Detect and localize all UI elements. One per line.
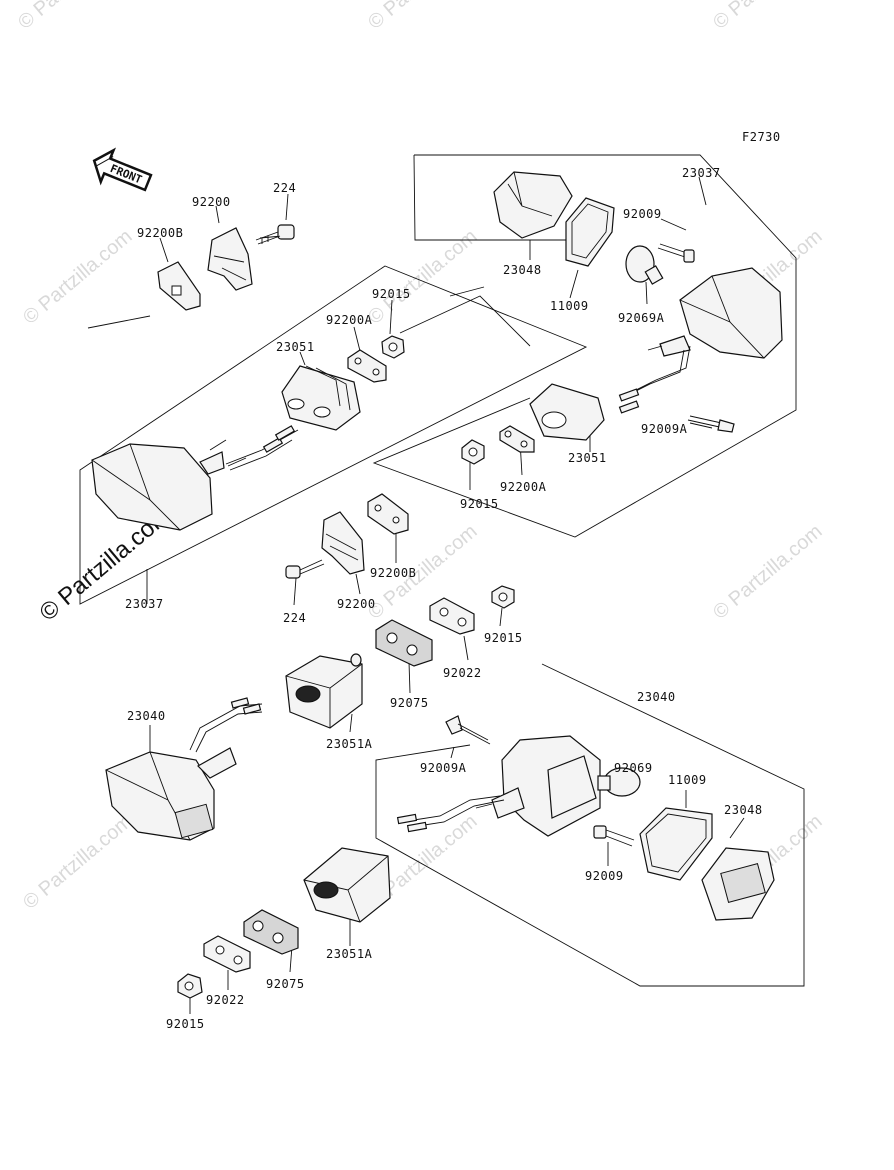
screw-224-top — [255, 224, 295, 245]
part-label: 23051A — [326, 737, 373, 751]
part-label: 92075 — [266, 977, 305, 991]
watermark: © Partzilla.com — [14, 0, 131, 34]
plate-92200a-a — [347, 349, 387, 383]
figure-code: F2730 — [742, 130, 781, 144]
watermark: © Partzilla.com — [364, 0, 481, 34]
rubber-boot-23051-a — [281, 365, 361, 431]
nut-92015-b — [461, 439, 485, 465]
part-label: 92200A — [326, 313, 373, 327]
part-label: 92075 — [390, 696, 429, 710]
plate-92022-a — [429, 597, 475, 635]
part-label: 92200B — [370, 566, 416, 580]
part-label: 23051 — [568, 451, 607, 465]
rubber-boot-23051-b — [529, 383, 605, 441]
part-label: 92009 — [623, 207, 662, 221]
part-label: 224 — [283, 611, 306, 625]
cushion-92075-b — [243, 909, 299, 955]
screw-224-mid — [285, 559, 325, 579]
part-label: 92015 — [484, 631, 523, 645]
turn-signal-23037-left — [91, 425, 299, 531]
part-label: 23051 — [276, 340, 315, 354]
turn-signal-23040-right — [396, 735, 601, 837]
part-label: 23040 — [637, 690, 676, 704]
gasket-11009-top — [565, 197, 615, 267]
part-label: 92009A — [641, 422, 688, 436]
part-label: 92009 — [585, 869, 624, 883]
part-label: 11009 — [550, 299, 589, 313]
part-label: 92015 — [372, 287, 411, 301]
part-label: 92069A — [618, 311, 665, 325]
screw-92009a-right — [687, 415, 735, 433]
nut-92015-a — [381, 335, 405, 359]
watermark: © Partzilla.com — [364, 225, 481, 328]
screw-92009-front — [593, 825, 635, 847]
nut-92015-c — [491, 585, 515, 609]
screw-92009-top — [657, 243, 695, 263]
part-label: 23051A — [326, 947, 373, 961]
part-label: 23048 — [503, 263, 542, 277]
part-label: 92200A — [500, 480, 547, 494]
assembly-outlines — [79, 154, 805, 1014]
part-label: 92200 — [337, 597, 376, 611]
part-label: 92009A — [420, 761, 467, 775]
plate-92200a-b — [499, 425, 535, 453]
part-label: 92200 — [192, 195, 231, 209]
part-label: 224 — [273, 181, 296, 195]
bulb-92069a — [625, 245, 664, 285]
lens-23048-front — [701, 847, 775, 921]
part-labels: 224 92200 92200B 92015 92200A 23051 2303… — [125, 166, 763, 1031]
front-arrow-icon: FRONT — [92, 147, 153, 192]
nut-92015-d — [177, 973, 203, 999]
part-label: 92069 — [614, 761, 653, 775]
screw-92009a-front — [445, 715, 491, 745]
part-label: 92015 — [166, 1017, 205, 1031]
part-label: 92015 — [460, 497, 499, 511]
lens-23048-top — [493, 171, 573, 239]
part-label: 23037 — [125, 597, 164, 611]
part-label: 23040 — [127, 709, 166, 723]
cushion-92075-a — [375, 619, 433, 667]
watermark: © Partzilla.com — [709, 0, 826, 34]
part-drawings — [91, 171, 783, 999]
gasket-11009-front — [639, 807, 713, 881]
part-label: 92022 — [206, 993, 245, 1007]
plate-92200b-mid — [367, 493, 409, 535]
part-label: 92200B — [137, 226, 183, 240]
part-label: 23037 — [682, 166, 721, 180]
part-label: 11009 — [668, 773, 707, 787]
rubber-23051a-bottom — [303, 847, 391, 923]
part-label: 23048 — [724, 803, 763, 817]
watermark: © Partzilla.com — [19, 810, 136, 913]
plate-92022-b — [203, 935, 251, 973]
watermark: © Partzilla.com — [19, 225, 136, 328]
plate-92200b-top — [157, 261, 201, 311]
turn-signal-23040-left — [105, 697, 263, 841]
turn-signal-23037-right — [618, 267, 783, 414]
rubber-23051a-mid — [285, 653, 363, 729]
bulb-92069 — [597, 767, 641, 797]
part-label: 92022 — [443, 666, 482, 680]
watermark: © Partzilla.com — [709, 520, 826, 623]
